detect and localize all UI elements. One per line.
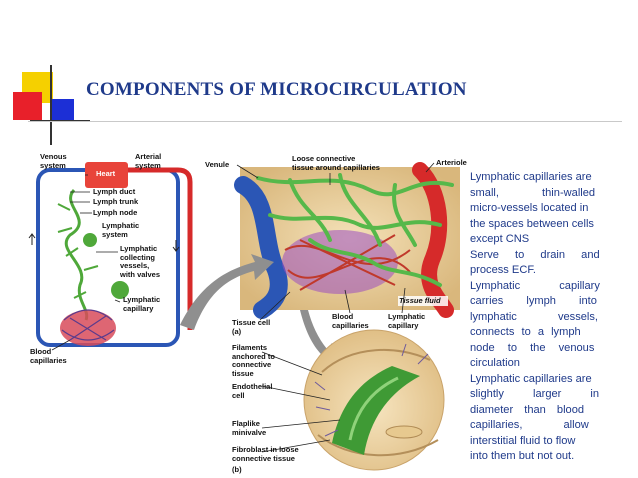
label-endothelial: Endothelial cell (232, 382, 273, 400)
deco-blue-square (52, 99, 74, 121)
label-lymphatic-capillary-left: Lymphatic capillary (123, 295, 161, 313)
body-line: slightly larger in (470, 388, 600, 400)
body-line: diameter than blood (470, 403, 585, 416)
body-line: connects to a lymph (470, 326, 581, 338)
body-line: circulation (470, 357, 520, 369)
label-part-b: (b) (232, 465, 242, 474)
body-line: except CNS (470, 233, 530, 245)
diagram-arrow-icon (180, 254, 274, 330)
label-venule: Venule (205, 160, 230, 169)
body-text: Lymphatic capillaries are small, thin-wa… (470, 170, 609, 465)
body-line: small, thin-walled (470, 186, 596, 199)
label-lymph-node: Lymph node (93, 208, 138, 217)
label-fibroblast: Fibroblast in loose connective tissue (232, 445, 299, 463)
label-tissue-fluid: Tissue fluid (399, 296, 441, 305)
deco-red-square (13, 92, 42, 120)
label-blood-capillaries-mid: Blood capillaries (332, 312, 369, 330)
label-tissue-cell: Tissue cell (232, 318, 271, 327)
label-lymphatic-collecting: Lymphatic collecting vessels, with valve… (120, 244, 161, 279)
body-line: capillaries, allow (470, 419, 589, 431)
body-line: Lymphatic capillaries are (470, 372, 592, 385)
body-line: into them but not out. (470, 450, 575, 462)
label-lymph-trunk: Lymph trunk (93, 197, 139, 206)
label-lymph-duct: Lymph duct (93, 187, 136, 196)
body-line: Lymphatic capillaries are (470, 171, 592, 183)
label-part-a: (a) (232, 327, 242, 336)
body-line: interstitial fluid to flow (470, 434, 576, 447)
title-divider (28, 121, 622, 122)
heart-box (85, 162, 128, 188)
body-line: lymphatic vessels, (470, 310, 599, 323)
body-line: process ECF. (470, 264, 536, 276)
circulation-loop (28, 162, 193, 347)
body-line: the spaces between cells (470, 217, 594, 230)
tissue-detail (234, 162, 460, 319)
body-line: micro-vessels located in (470, 202, 589, 214)
body-line: Lymphatic capillary (470, 279, 600, 292)
label-lymphatic-system: Lymphatic system (102, 221, 140, 239)
body-line: node to the venous (470, 341, 595, 354)
slide-title: COMPONENTS OF MICROCIRCULATION (86, 79, 467, 100)
body-line: carries lymph into (470, 295, 597, 307)
body-line: Serve to drain and (470, 248, 600, 261)
deco-vertical-line (50, 65, 52, 145)
label-heart: Heart (96, 169, 116, 178)
label-blood-capillaries-left: Blood capillaries (30, 347, 67, 365)
label-venous-system: Venous system (40, 152, 67, 170)
label-filaments: Filaments anchored to connective tissue (232, 343, 275, 378)
label-arteriole: Arteriole (436, 158, 467, 167)
closeup-detail (303, 329, 445, 471)
label-loose-connective: Loose connective tissue around capillari… (292, 154, 380, 172)
label-lymphatic-capillary-mid: Lymphatic capillary (388, 312, 426, 330)
label-arterial-system: Arterial system (135, 152, 162, 170)
label-flaplike: Flaplike minivalve (232, 419, 267, 437)
